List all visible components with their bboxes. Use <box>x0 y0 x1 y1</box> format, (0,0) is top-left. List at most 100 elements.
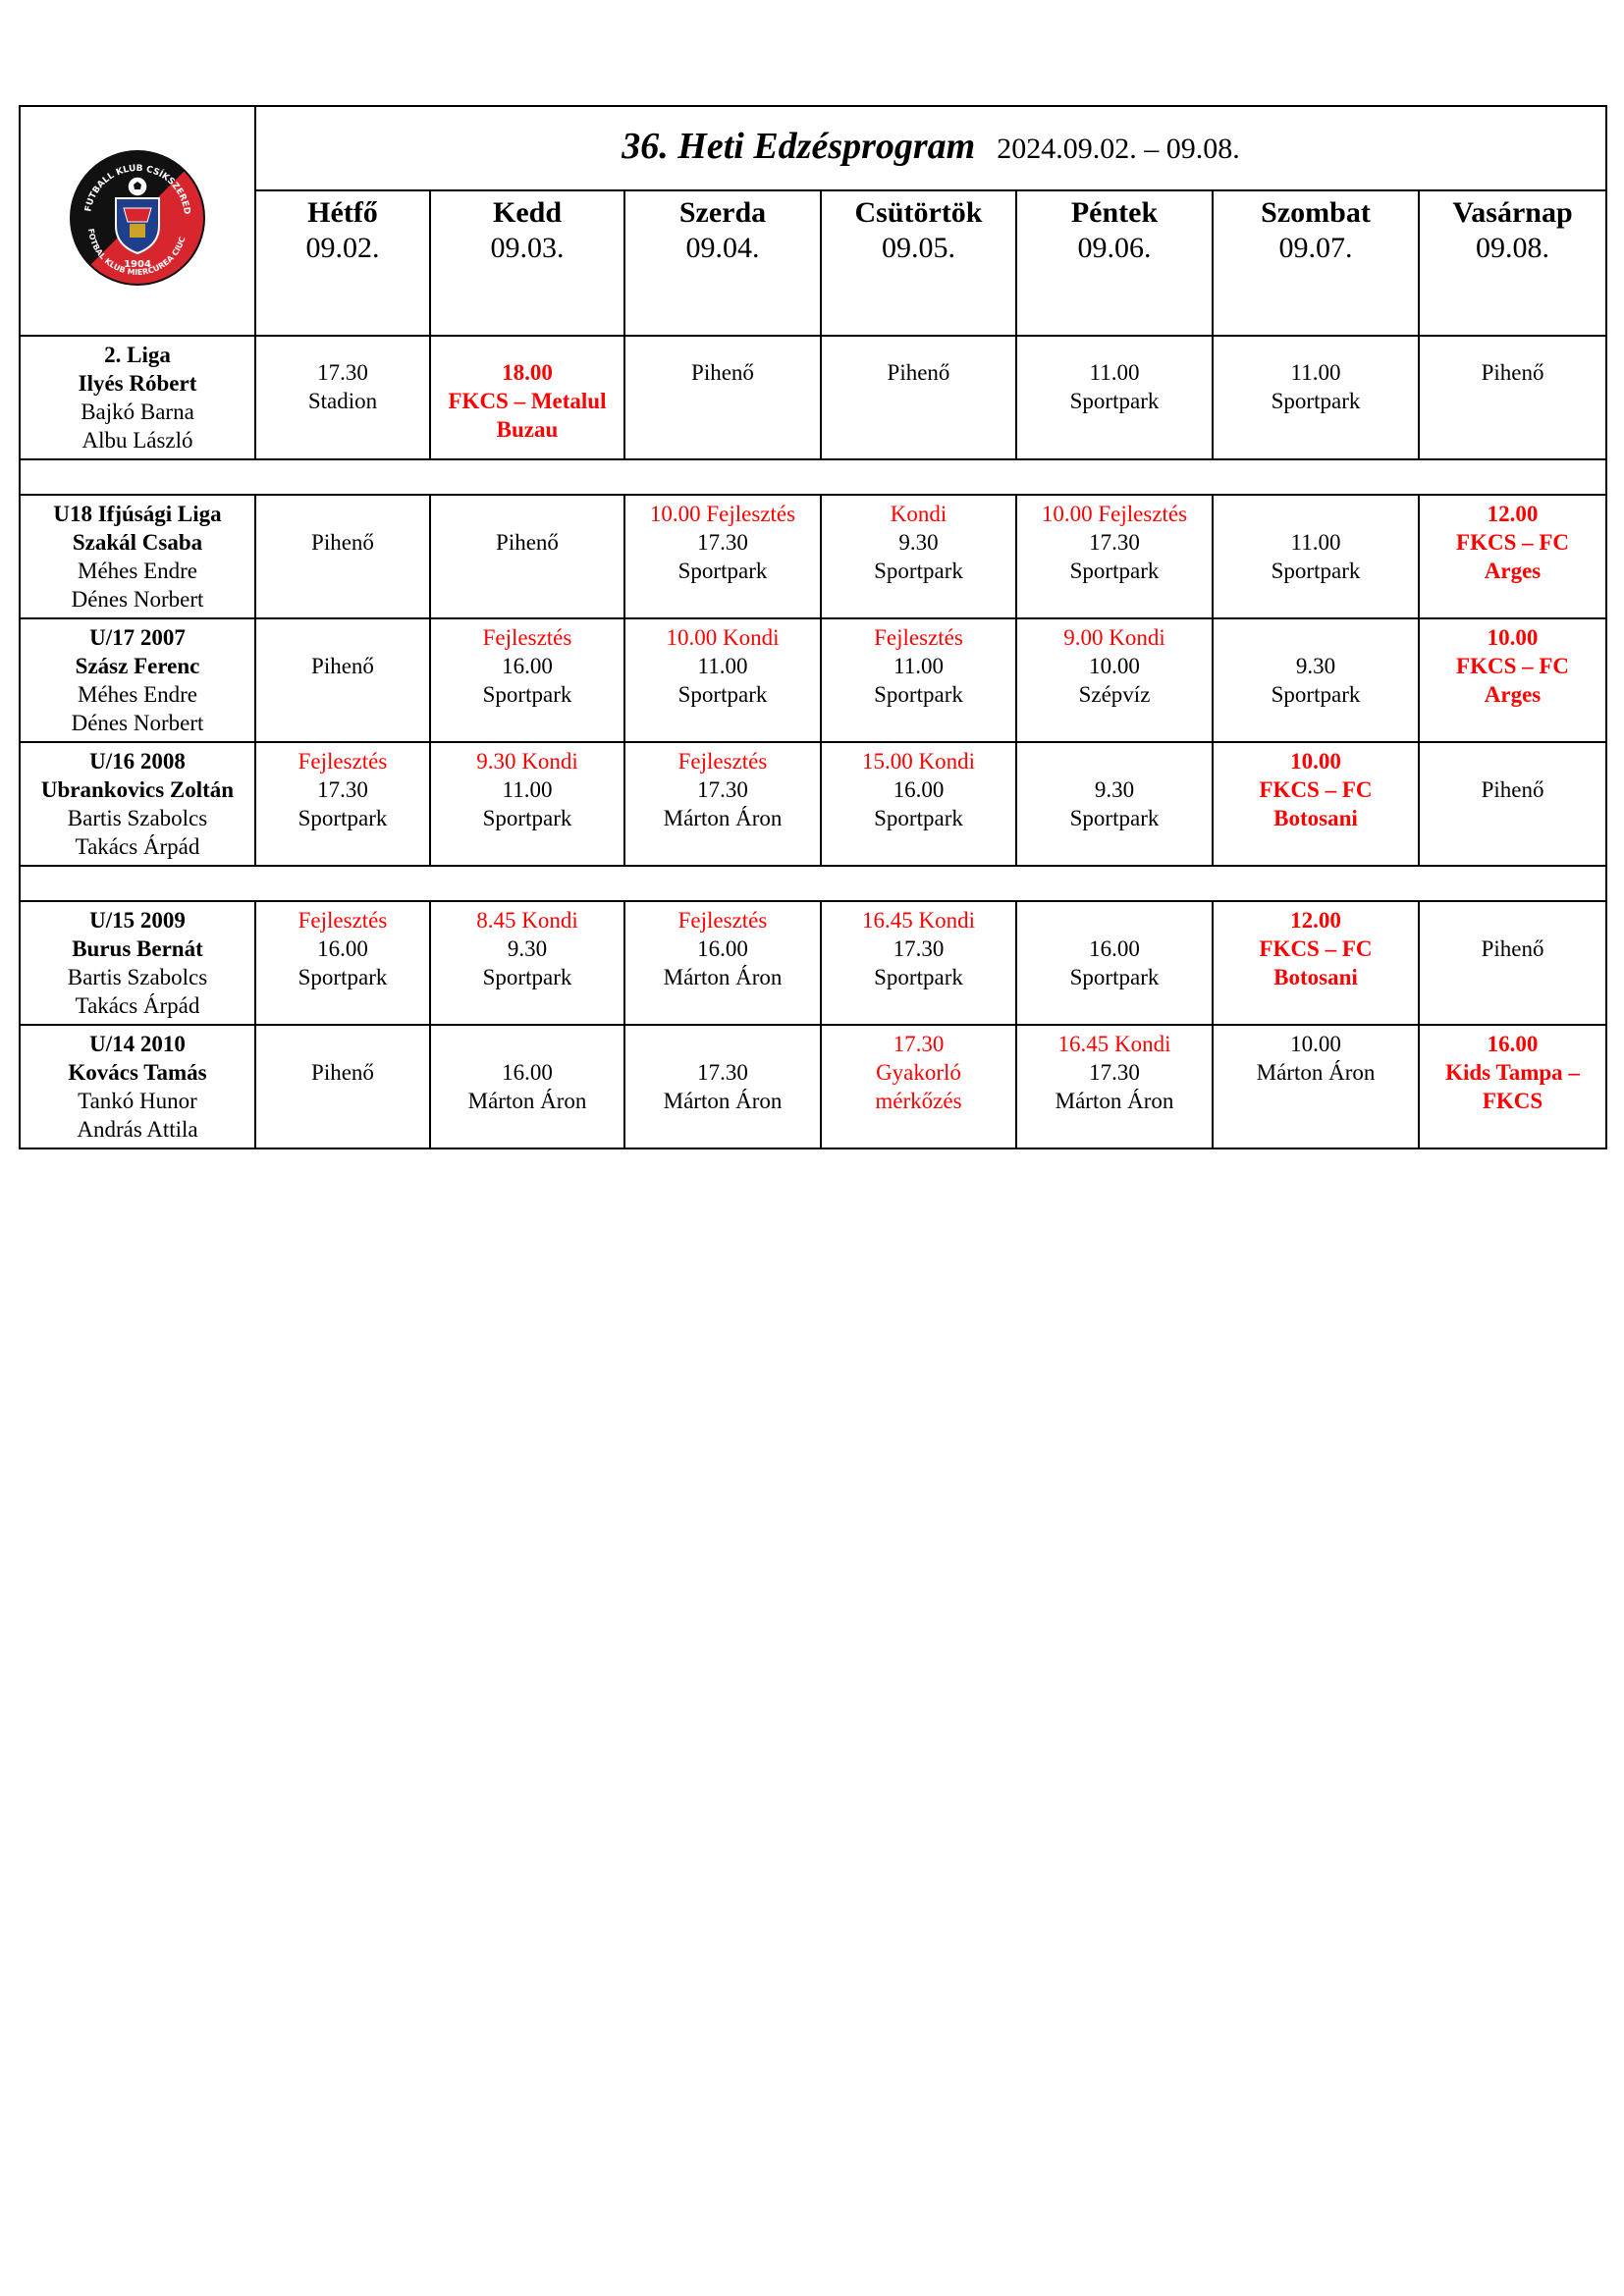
schedule-entry: 9.30 <box>507 936 548 961</box>
schedule-table: FUTBALL KLUB CSÍKSZEREDA FOTBAL KLUB MIE… <box>18 105 1608 1149</box>
schedule-entry: 10.00 Fejlesztés <box>1041 502 1188 526</box>
svg-text:1904: 1904 <box>124 259 151 270</box>
team-name: U18 Ifjúsági Liga <box>53 502 222 526</box>
day-date: 09.06. <box>1077 232 1152 264</box>
assistant-coach: András Attila <box>77 1117 198 1142</box>
assistant-coach: Tankó Hunor <box>78 1089 197 1113</box>
schedule-entry: Pihenő <box>1481 936 1544 961</box>
schedule-entry: Arges <box>1484 682 1542 707</box>
day-date: 09.07. <box>1278 232 1353 264</box>
schedule-entry: 16.00 <box>502 654 553 678</box>
schedule-entry: 11.00 <box>1290 360 1341 385</box>
assistant-coach: Dénes Norbert <box>71 711 204 735</box>
schedule-entry: Sportpark <box>677 682 768 707</box>
schedule-entry: 17.30 <box>317 777 368 802</box>
head-coach: Burus Bernát <box>72 936 203 961</box>
schedule-entry: FKCS – FC <box>1456 654 1570 678</box>
schedule-entry: 10.00 <box>1290 749 1341 774</box>
schedule-entry: 9.30 <box>1295 654 1336 678</box>
day-date: 09.08. <box>1476 232 1550 264</box>
team-name: U/15 2009 <box>89 908 186 933</box>
schedule-entry: mérkőzés <box>875 1089 962 1113</box>
schedule-entry: Sportpark <box>874 682 963 707</box>
schedule-entry: 16.00 <box>1089 936 1140 961</box>
schedule-entry: 16.45 Kondi <box>862 908 975 933</box>
section-divider-row <box>18 458 1608 496</box>
schedule-entry: Pihenő <box>1481 777 1544 802</box>
schedule-entry: Botosani <box>1273 806 1358 830</box>
day-name: Csütörtök <box>854 196 983 229</box>
schedule-entry: Stadion <box>307 389 378 413</box>
title-row: FUTBALL KLUB CSÍKSZEREDA FOTBAL KLUB MIE… <box>19 105 1608 337</box>
head-coach: Szász Ferenc <box>75 654 200 678</box>
schedule-entry: FKCS – Metalul <box>448 389 607 413</box>
schedule-entry: FKCS – FC <box>1456 530 1570 555</box>
schedule-entry: 10.00 <box>1089 654 1140 678</box>
schedule-entry: 15.00 Kondi <box>862 749 975 774</box>
schedule-entry: Botosani <box>1273 965 1358 989</box>
day-name: Péntek <box>1070 196 1159 229</box>
schedule-entry: 11.00 <box>697 654 748 678</box>
schedule-entry: Sportpark <box>1069 965 1160 989</box>
assistant-coach: Bartis Szabolcs <box>67 806 208 830</box>
schedule-cell: Pihenő <box>1417 741 1608 867</box>
schedule-entry: 17.30 <box>697 530 748 555</box>
assistant-coach: Albu László <box>81 428 193 453</box>
schedule-entry: 11.00 <box>1290 530 1341 555</box>
schedule-entry: 11.00 <box>893 654 944 678</box>
head-coach: Kovács Tamás <box>68 1060 207 1085</box>
schedule-entry: Pihenő <box>311 1060 374 1085</box>
schedule-entry: Sportpark <box>874 965 963 989</box>
page-title: 36. Heti Edzésprogram <box>622 125 976 167</box>
schedule-cell: Pihenő <box>254 494 431 619</box>
schedule-entry: 9.30 <box>898 530 939 555</box>
assistant-coach: Dénes Norbert <box>71 587 204 612</box>
schedule-entry: 16.00 <box>1487 1032 1539 1056</box>
schedule-entry: 17.30 <box>1089 530 1140 555</box>
schedule-entry: Sportpark <box>1271 682 1361 707</box>
schedule-entry: 12.00 <box>1290 908 1341 933</box>
schedule-entry: FKCS – FC <box>1259 936 1373 961</box>
assistant-coach: Méhes Endre <box>78 559 197 583</box>
schedule-entry: Kondi <box>890 502 947 526</box>
schedule-entry: Sportpark <box>1069 806 1160 830</box>
assistant-coach: Bartis Szabolcs <box>67 965 208 989</box>
day-date: 09.04. <box>685 232 760 264</box>
schedule-entry: Gyakorló <box>876 1060 961 1085</box>
day-name: Szombat <box>1261 196 1371 229</box>
schedule-entry: 17.30 <box>697 1060 748 1085</box>
section-divider-row <box>18 865 1608 902</box>
schedule-entry: 17.30 <box>893 1032 945 1056</box>
schedule-entry: Márton Áron <box>1256 1060 1376 1085</box>
schedule-entry: Márton Áron <box>663 806 783 830</box>
section-divider <box>18 865 1608 902</box>
schedule-cell: Pihenő <box>623 335 822 460</box>
schedule-entry: Sportpark <box>874 806 963 830</box>
club-logo-cell: FUTBALL KLUB CSÍKSZEREDA FOTBAL KLUB MIE… <box>19 105 256 337</box>
schedule-entry: 9.30 <box>1094 777 1135 802</box>
schedule-entry: Sportpark <box>298 806 388 830</box>
